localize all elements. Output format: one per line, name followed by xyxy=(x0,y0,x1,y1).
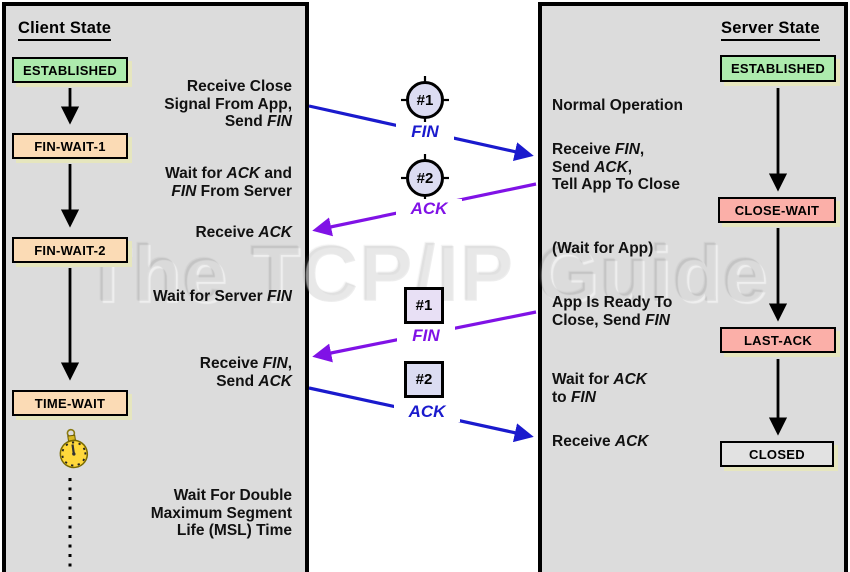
fin2-label: FIN xyxy=(397,326,455,346)
server-note-normal-operation: Normal Operation xyxy=(552,97,683,114)
client-state-established: ESTABLISHED xyxy=(12,57,128,83)
server-state-last-ack: LAST-ACK xyxy=(720,327,836,353)
segment-marker-ack2: #2 xyxy=(404,361,444,398)
server-state-panel xyxy=(538,2,848,572)
server-state-closed: CLOSED xyxy=(720,441,834,467)
segment-marker-fin2: #1 xyxy=(404,287,444,324)
server-state-established: ESTABLISHED xyxy=(720,55,836,82)
client-state-fin-wait-1: FIN-WAIT-1 xyxy=(12,133,128,159)
client-state-time-wait: TIME-WAIT xyxy=(12,390,128,416)
ack2-label: ACK xyxy=(394,402,460,422)
fin1-label: FIN xyxy=(396,122,454,142)
server-note-receive-fin-send-ack: Receive FIN,Send ACK,Tell App To Close xyxy=(552,141,681,193)
client-panel-title: Client State xyxy=(18,19,112,41)
ack1-label: ACK xyxy=(396,199,462,219)
client-state-fin-wait-2: FIN-WAIT-2 xyxy=(12,237,128,263)
server-note-wait-for-app: (Wait for App) xyxy=(552,240,654,257)
stopwatch-icon xyxy=(59,428,89,469)
client-state-panel xyxy=(2,2,309,572)
client-note-wait-server-fin: Wait for Server FIN xyxy=(153,288,292,305)
server-state-close-wait: CLOSE-WAIT xyxy=(718,197,836,223)
client-note-receive-fin-send-ack: Receive FIN,Send ACK xyxy=(199,355,292,390)
segment-marker-ack1: #2 xyxy=(406,159,444,197)
server-panel-title: Server State xyxy=(721,19,820,41)
server-note-receive-ack: Receive ACK xyxy=(552,433,649,450)
client-note-receive-ack: Receive ACK xyxy=(195,224,292,241)
segment-marker-fin1: #1 xyxy=(406,81,444,119)
